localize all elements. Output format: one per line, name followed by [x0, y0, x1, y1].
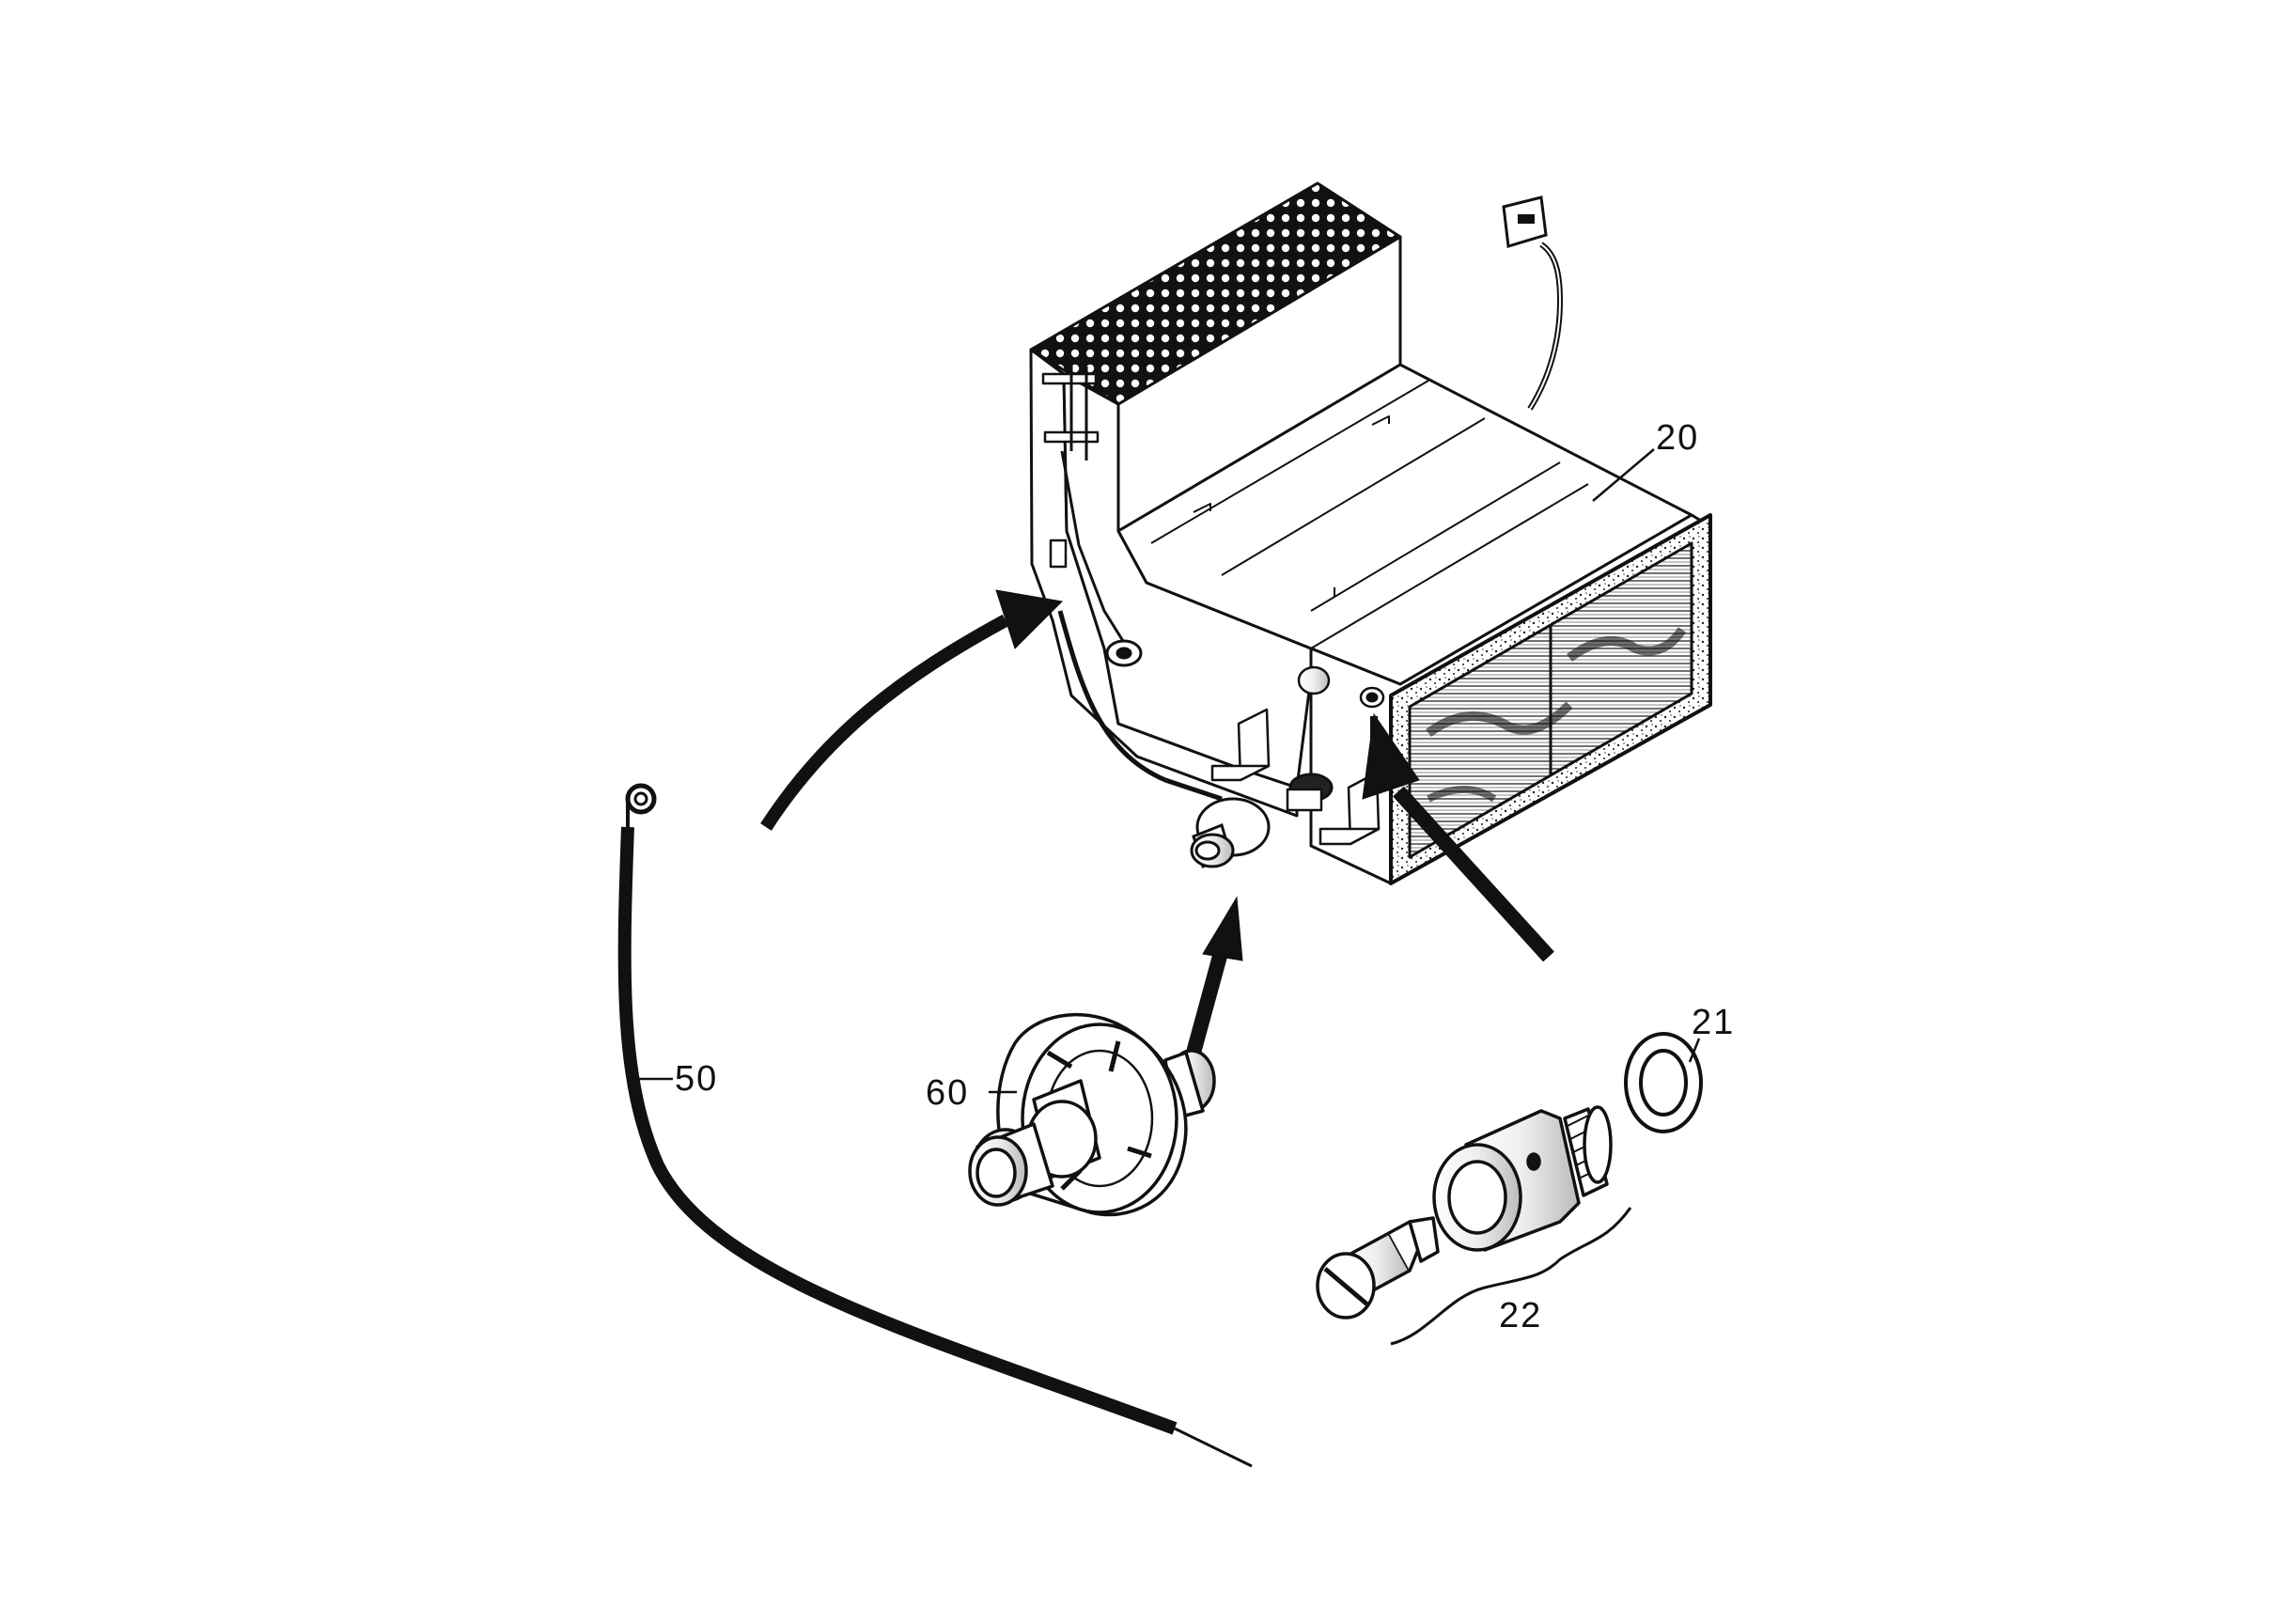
callout-21: 21: [1692, 1003, 1735, 1042]
callout-20: 20: [1656, 418, 1699, 458]
control-knob: [968, 1012, 1216, 1217]
wiring-harness: [1502, 195, 1564, 411]
washer: [1624, 1032, 1703, 1133]
knob-on-housing: [1190, 797, 1271, 868]
callout-50: 50: [675, 1059, 718, 1099]
leader-lines: [628, 448, 1701, 1094]
assembly-arrows: [760, 589, 1554, 1055]
callout-60: 60: [926, 1073, 969, 1113]
callout-22: 22: [1499, 1296, 1542, 1335]
control-cable: [617, 783, 1253, 1468]
heater-housing: [1029, 181, 1712, 885]
cable-coil-end: [625, 783, 657, 815]
housing-perforated-top: [1029, 181, 1402, 406]
fitting-group-brace: [1390, 1207, 1632, 1346]
fitting-set: [1316, 1105, 1632, 1346]
